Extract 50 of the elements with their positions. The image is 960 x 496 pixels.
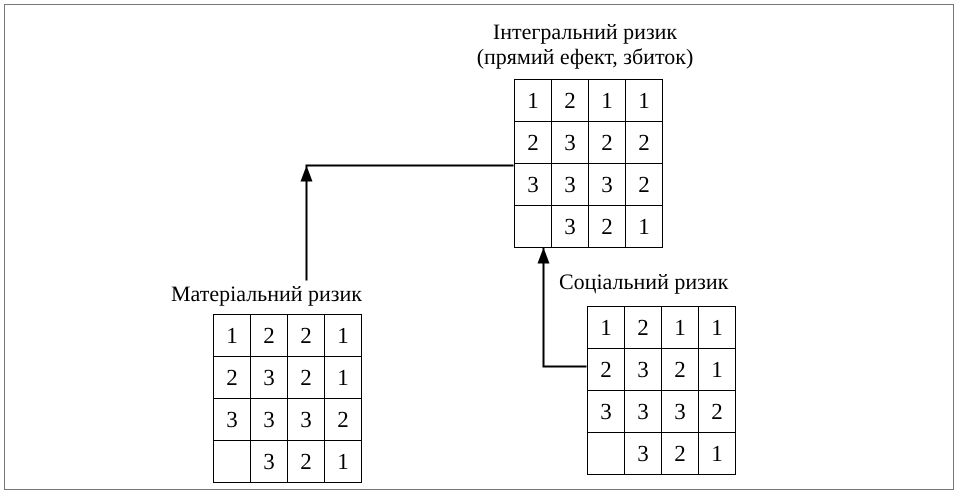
table-cell: 2 [552,80,588,122]
table-cell: 3 [514,164,552,206]
table-cell: 3 [624,348,662,390]
table-cell: 1 [514,80,552,122]
table-cell: 2 [288,440,324,482]
table-cell: 1 [698,306,736,348]
arrow [538,248,586,368]
table-cell: 2 [626,122,662,164]
table-cell: 1 [588,80,626,122]
table-cell: 1 [324,314,362,356]
table-cell: 2 [288,314,324,356]
table-cell: 2 [324,398,362,440]
table-cell: 3 [214,398,250,440]
table-cell: 2 [698,390,736,432]
table-cell: 1 [698,432,736,474]
table-cell: 2 [626,164,662,206]
table-cell: 1 [626,206,662,248]
table-cell: 3 [624,432,662,474]
table-cell: 2 [588,206,626,248]
matrix-heading: Інтегральний ризик (прямий ефект, збиток) [476,19,694,69]
table-cell: 3 [624,390,662,432]
table-cell: 2 [288,356,324,398]
arrow [300,164,514,280]
table-cell: 1 [324,440,362,482]
table-cell: 3 [250,398,288,440]
table-cell: 2 [624,306,662,348]
table-cell: 1 [698,348,736,390]
table-cell: 3 [250,356,288,398]
table-cell: 1 [588,306,624,348]
table-cell: 1 [214,314,250,356]
table-cell: 3 [588,390,624,432]
table-cell: 2 [514,122,552,164]
table-cell: 2 [662,432,698,474]
table-cell: 3 [588,164,626,206]
matrix-heading: Матеріальний ризик [171,281,362,306]
table-cell: 1 [324,356,362,398]
table-cell: 3 [662,390,698,432]
table-cell: 1 [662,306,698,348]
table-cell: 2 [250,314,288,356]
table-cell: 2 [588,348,624,390]
matrix-heading: Соціальний ризик [559,269,730,294]
table-cell: 2 [588,122,626,164]
table-cell: 3 [552,164,588,206]
table-cell: 3 [250,440,288,482]
table-cell: 3 [552,122,588,164]
table-cell: 3 [288,398,324,440]
table-cell: 1 [626,80,662,122]
table-cell: 2 [214,356,250,398]
table-cell: 3 [552,206,588,248]
table-cell: 2 [662,348,698,390]
